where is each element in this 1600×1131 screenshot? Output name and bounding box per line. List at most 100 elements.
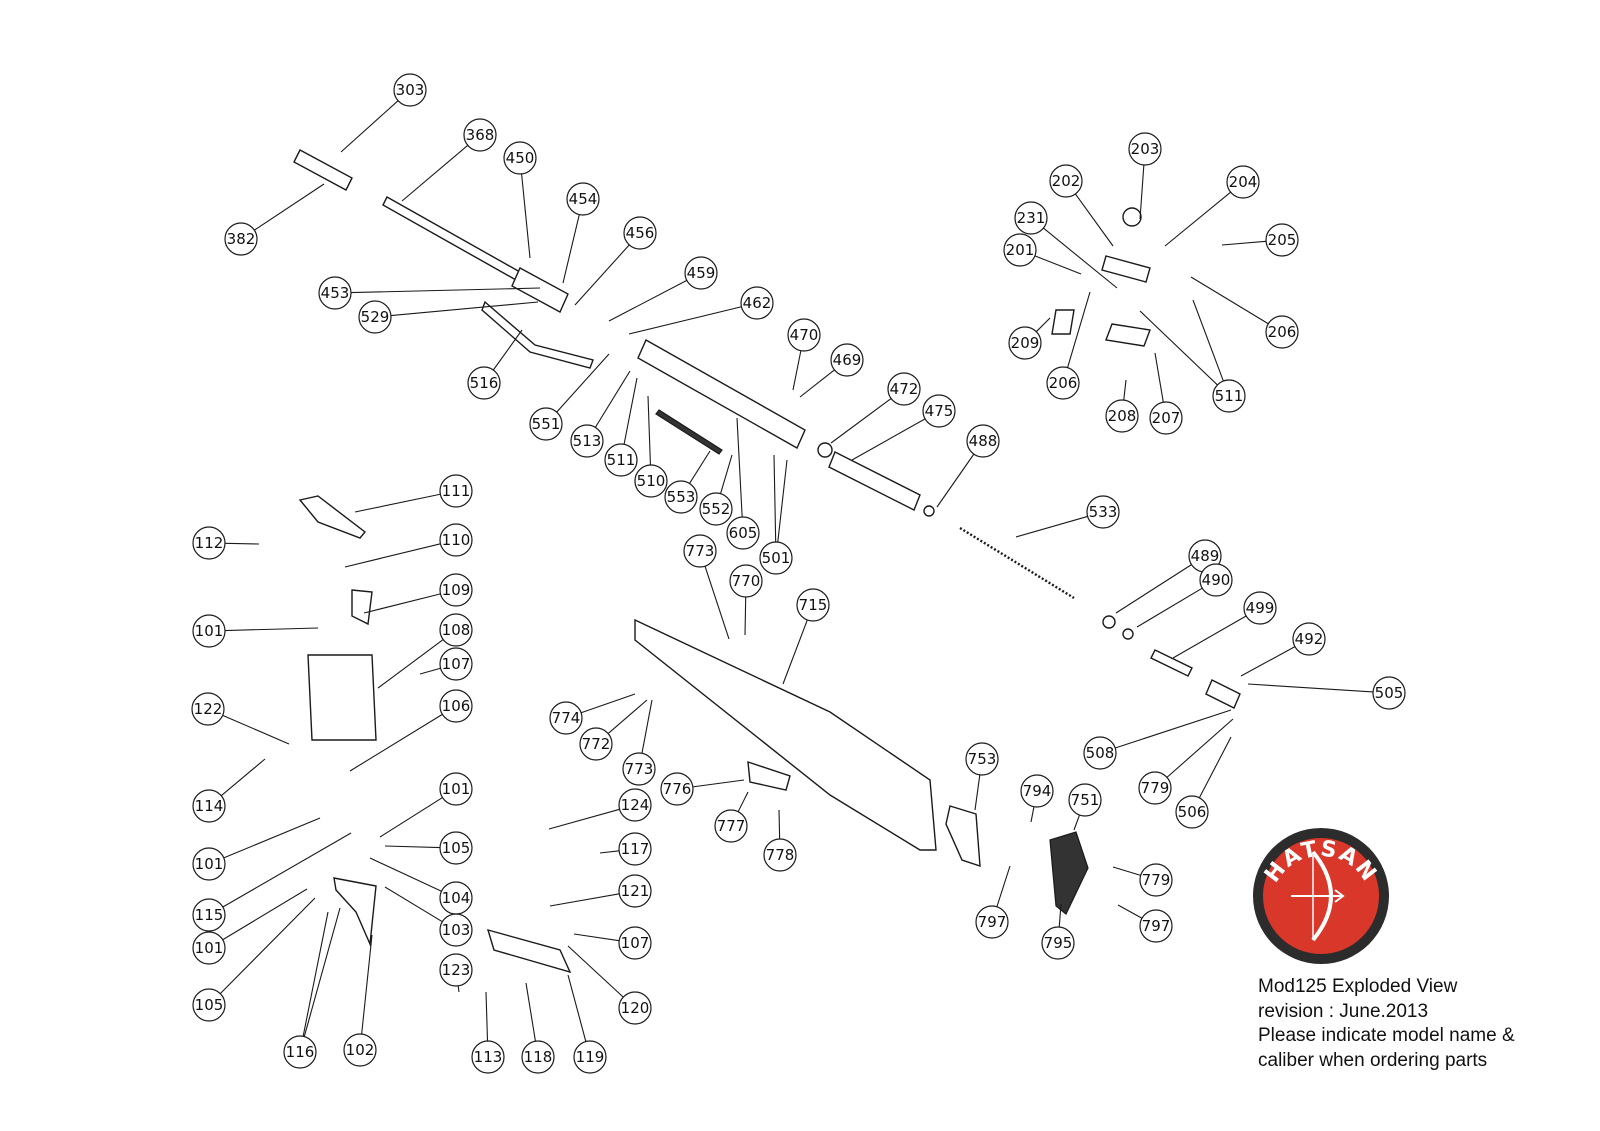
leader-line xyxy=(377,639,444,689)
diagram-title: Mod125 Exploded View xyxy=(1258,976,1458,997)
callout-circle xyxy=(796,588,830,622)
part-callout-488: 488 xyxy=(966,424,1000,458)
callout-number: 104 xyxy=(442,889,471,907)
leader-line xyxy=(704,566,730,640)
callout-number: 499 xyxy=(1246,599,1275,617)
callout-number: 103 xyxy=(442,921,471,939)
leader-line xyxy=(1240,646,1296,677)
part-callout-124: 124 xyxy=(618,788,652,822)
callout-circle xyxy=(1083,736,1117,770)
callout-number: 119 xyxy=(576,1048,605,1066)
arrow-icon xyxy=(1291,889,1345,903)
callout-number: 773 xyxy=(625,760,654,778)
part-callout-111: 111 xyxy=(439,474,473,508)
callout-circle xyxy=(887,372,921,406)
part-callout-450: 450 xyxy=(503,141,537,175)
leader-line xyxy=(379,797,443,838)
callout-circle xyxy=(1046,366,1080,400)
callout-circle xyxy=(224,222,258,256)
leader-line xyxy=(628,306,742,335)
part-callout-753: 753 xyxy=(965,742,999,776)
part-callout-475: 475 xyxy=(922,394,956,428)
callout-number: 510 xyxy=(637,472,666,490)
leader-line xyxy=(1164,191,1231,247)
callout-circle xyxy=(1041,926,1075,960)
callout-circle xyxy=(192,526,226,560)
part-553-rod xyxy=(655,409,723,455)
part-callout-204: 204 xyxy=(1226,165,1260,199)
leader-line xyxy=(492,329,523,371)
callout-number: 101 xyxy=(442,780,471,798)
callout-number: 303 xyxy=(396,81,425,99)
part-callout-303: 303 xyxy=(393,73,427,107)
part-receiver xyxy=(637,339,806,449)
callout-circle xyxy=(922,394,956,428)
callout-circle xyxy=(714,809,748,843)
callout-circle xyxy=(529,407,563,441)
callout-circle xyxy=(393,73,427,107)
leader-line xyxy=(996,865,1011,907)
callout-number: 107 xyxy=(442,655,471,673)
part-492-cap xyxy=(1205,679,1241,709)
part-472-ring xyxy=(817,442,833,458)
part-callout-120: 120 xyxy=(618,991,652,1025)
callout-circle xyxy=(521,1040,555,1074)
callout-number: 797 xyxy=(978,913,1007,931)
part-callout-110: 110 xyxy=(439,523,473,557)
part-776-shape xyxy=(747,760,791,791)
part-callout-231: 231 xyxy=(1014,201,1048,235)
leader-line xyxy=(567,974,587,1042)
part-callout-108: 108 xyxy=(439,613,473,647)
callout-circle xyxy=(1003,233,1037,267)
callout-number: 797 xyxy=(1142,917,1171,935)
part-207-base xyxy=(1105,323,1151,347)
part-203-wheel xyxy=(1122,207,1142,227)
leader-line xyxy=(457,985,460,993)
callout-number: 205 xyxy=(1268,231,1297,249)
leader-line xyxy=(851,418,926,461)
part-callout-105: 105 xyxy=(439,831,473,865)
callout-circle xyxy=(1086,495,1120,529)
diagram-revision: revision : June.2013 xyxy=(1258,1000,1429,1022)
callout-circle xyxy=(192,988,226,1022)
hatsan-logo: HATSAN xyxy=(1253,828,1389,964)
callout-circle xyxy=(618,991,652,1025)
callout-circle xyxy=(579,727,613,761)
callout-circle xyxy=(975,905,1009,939)
leader-line xyxy=(384,845,441,849)
part-119-plate xyxy=(486,928,572,974)
leader-line xyxy=(220,758,266,797)
callout-number: 450 xyxy=(506,149,535,167)
callout-number: 203 xyxy=(1131,140,1160,158)
part-callout-101: 101 xyxy=(192,614,226,648)
leader-line xyxy=(580,693,636,714)
callout-number: 202 xyxy=(1052,172,1081,190)
callout-circle xyxy=(684,256,718,290)
leader-line xyxy=(1058,903,1062,928)
leader-line xyxy=(599,850,620,854)
callout-number: 209 xyxy=(1011,334,1040,352)
leader-line xyxy=(799,369,835,398)
leader-line xyxy=(340,100,399,153)
leader-line xyxy=(350,287,541,294)
callout-circle xyxy=(830,343,864,377)
leader-line xyxy=(224,627,319,632)
callout-circle xyxy=(729,564,763,598)
leader-line xyxy=(647,395,651,466)
leader-line xyxy=(936,453,975,508)
part-callout-123: 123 xyxy=(439,953,473,987)
part-715-stock xyxy=(634,618,937,851)
callout-number: 492 xyxy=(1295,630,1324,648)
callout-number: 206 xyxy=(1049,374,1078,392)
leader-line xyxy=(222,714,290,745)
callout-number: 605 xyxy=(729,524,758,542)
part-516-lever xyxy=(481,300,594,369)
part-callout-499: 499 xyxy=(1243,591,1277,625)
leader-line xyxy=(1136,587,1203,628)
leader-line xyxy=(792,350,802,391)
leader-line xyxy=(1035,317,1051,333)
callout-number: 469 xyxy=(833,351,862,369)
leader-line xyxy=(361,934,373,1035)
callout-number: 506 xyxy=(1178,803,1207,821)
callout-number: 231 xyxy=(1017,209,1046,227)
